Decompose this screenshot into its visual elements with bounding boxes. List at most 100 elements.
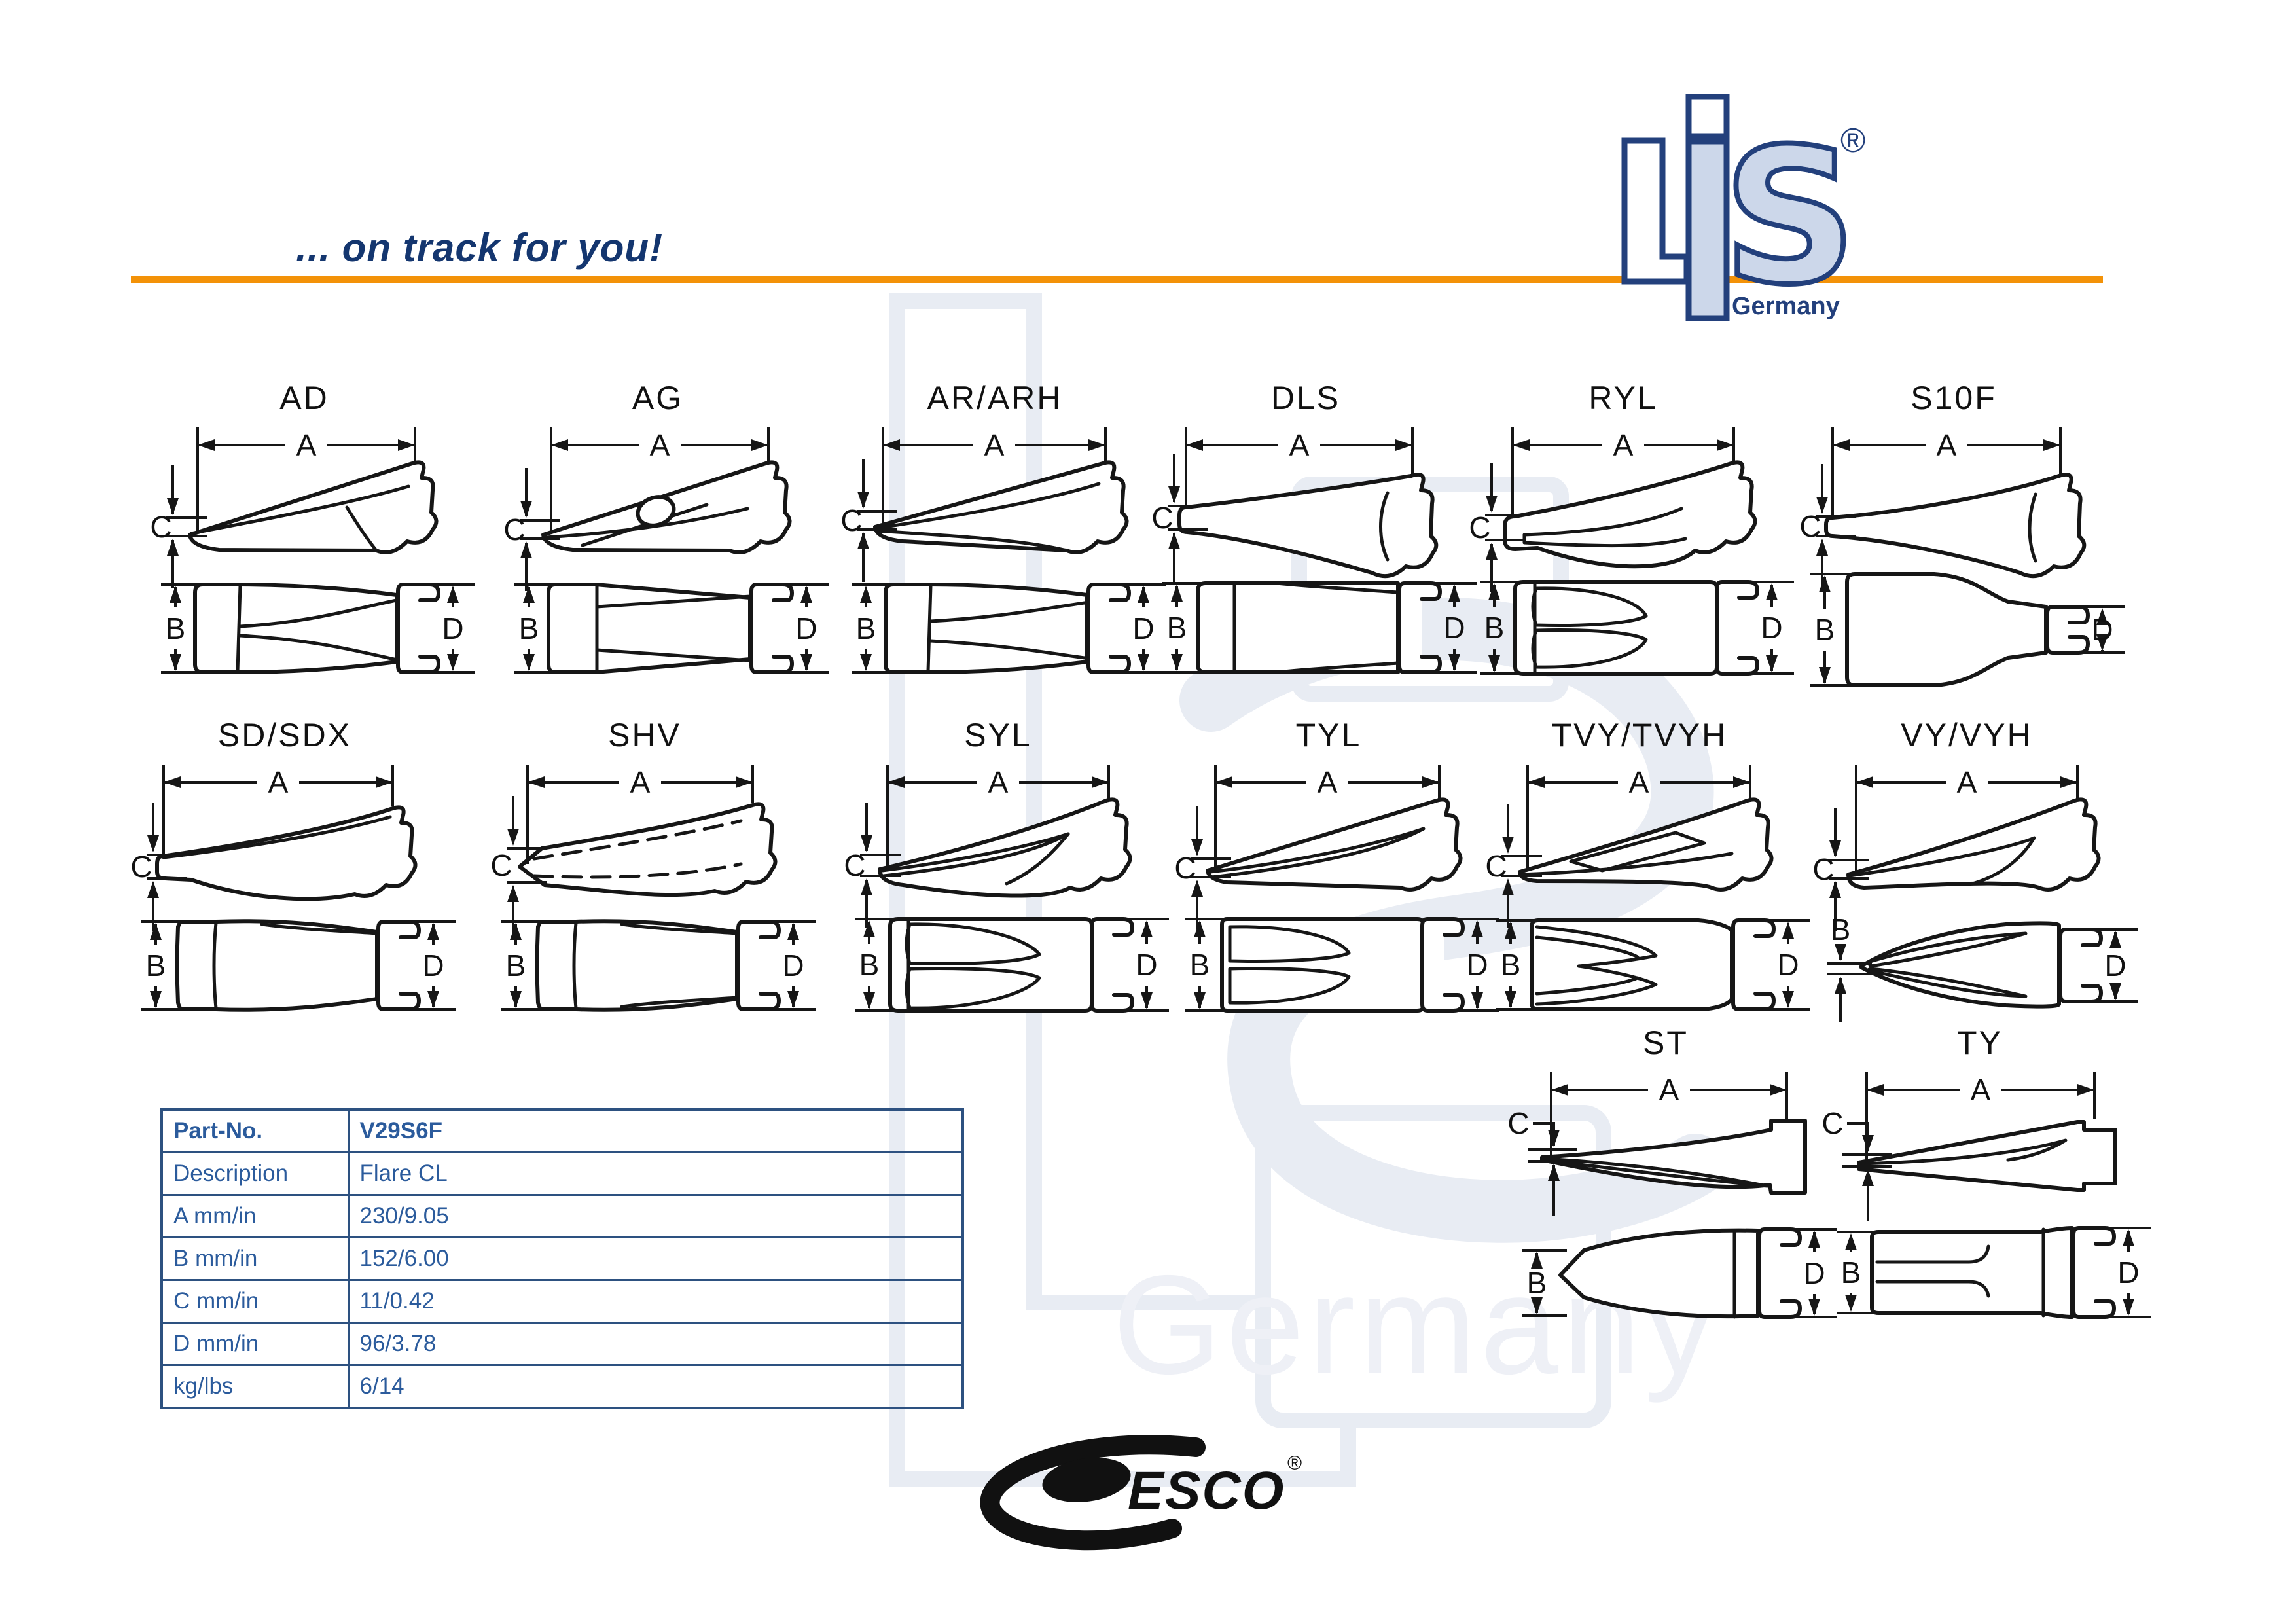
plan-view (1220, 917, 1426, 1013)
dim-c: C (1507, 1106, 1577, 1216)
logo-registered-icon: ® (1840, 122, 1865, 160)
cell-title: TVY/TVYH (1552, 717, 1727, 753)
dim-a-label: A (1318, 765, 1338, 799)
diagram-cell: RYL A C B D (1469, 380, 1794, 676)
dim-b: B (161, 583, 206, 674)
dim-d-label: D (1761, 611, 1782, 645)
table-row: B mm/in 152/6.00 (160, 1236, 964, 1281)
plan-view (1558, 1228, 1760, 1319)
dim-b-label: B (1841, 1255, 1861, 1290)
esco-wordmark: ESCO (1128, 1461, 1285, 1521)
side-view (155, 805, 418, 901)
dim-c-label: C (1151, 501, 1173, 535)
dim-d-label: D (795, 611, 817, 645)
plan-view (1870, 1226, 2074, 1319)
dim-b: B (852, 583, 896, 674)
cell-title: ST (1643, 1024, 1689, 1061)
dim-c: C (490, 796, 547, 935)
dim-a: A (1831, 427, 2062, 516)
dim-b: B (1827, 912, 1872, 1022)
dim-c-label: C (1485, 849, 1507, 883)
lis-logo: S ® Germany (1621, 94, 1865, 329)
dim-b-label: B (506, 948, 526, 983)
dim-b: B (1522, 1249, 1567, 1317)
dim-b: B (1837, 1231, 1881, 1314)
dim-c-label: C (1507, 1106, 1529, 1140)
dim-c: C (1151, 454, 1208, 582)
row-label: Part-No. (160, 1108, 350, 1153)
side-view (1824, 473, 2087, 579)
dim-a: A (1526, 765, 1751, 869)
table-row: C mm/in 11/0.42 (160, 1279, 964, 1324)
logo-i-bar (1685, 138, 1730, 321)
diagram-cell: DLS A C B D (1151, 380, 1477, 674)
dim-a-label: A (296, 428, 317, 462)
side-view (1846, 797, 2101, 892)
dim-a-label: A (1659, 1073, 1679, 1107)
dim-c-label: C (1812, 852, 1834, 886)
dim-c: C (130, 803, 187, 931)
dim-b: B (855, 918, 899, 1012)
row-value: 6/14 (347, 1364, 964, 1409)
dim-a-label: A (1613, 428, 1634, 462)
dim-c-label: C (1174, 851, 1196, 885)
clamp-profile (376, 920, 421, 1011)
header-tagline: ... on track for you! (296, 226, 664, 270)
side-view (1857, 1120, 2117, 1192)
diagram-cell: SD/SDX A C B D (130, 717, 456, 1012)
logo-i-dot (1685, 94, 1730, 139)
dim-b: B (1185, 918, 1230, 1012)
dim-d: D (1452, 918, 1499, 1012)
cell-title: RYL (1588, 380, 1657, 416)
dim-a-label: A (1289, 428, 1310, 462)
dim-c-label: C (840, 503, 862, 537)
plan-view (1513, 580, 1719, 676)
side-view (518, 802, 778, 897)
side-view (873, 460, 1129, 554)
dim-a-label: A (1629, 765, 1649, 799)
row-label: B mm/in (160, 1236, 350, 1281)
diagram-cell: SHV A C B D (490, 717, 816, 1012)
dim-b-label: B (1484, 611, 1505, 645)
dim-a: A (162, 765, 394, 854)
diagram-cell: S10F A C B D (1799, 380, 2125, 687)
dim-c-label: C (1799, 509, 1821, 543)
dim-d: D (1119, 583, 1166, 674)
side-view (1206, 797, 1463, 892)
dim-c: C (840, 459, 897, 582)
dim-c-label: C (490, 848, 512, 882)
dim-c-label: C (1821, 1106, 1843, 1140)
dim-d: D (1429, 582, 1477, 674)
clamp-profile (1090, 917, 1134, 1013)
dim-b: B (141, 920, 186, 1011)
plan-view (535, 919, 739, 1012)
clamp-profile (749, 583, 794, 674)
dim-d-label: D (1136, 948, 1157, 982)
clamp-profile (1731, 918, 1776, 1011)
row-label: Description (160, 1151, 350, 1196)
plan-view (193, 583, 399, 674)
table-row: Part-No. V29S6F (160, 1108, 964, 1153)
row-label: D mm/in (160, 1322, 350, 1366)
dim-c: C (150, 465, 207, 588)
dim-b-label: B (166, 611, 186, 645)
dim-d: D (2104, 1227, 2151, 1318)
logo-country: Germany (1732, 293, 1840, 320)
esco-logo: ESCO ® (980, 1435, 1302, 1551)
dim-b: B (1810, 573, 1855, 687)
side-view (1177, 473, 1439, 579)
dim-a: A (1214, 765, 1441, 869)
dim-d-label: D (1777, 948, 1799, 982)
side-view (878, 797, 1132, 898)
plan-view (547, 583, 752, 674)
dim-d-label: D (1803, 1256, 1825, 1290)
plan-view (888, 917, 1094, 1013)
dim-c: C (1821, 1106, 1892, 1221)
clamp-profile (736, 920, 781, 1011)
dim-b-label: B (1831, 912, 1851, 947)
dim-a-label: A (1957, 765, 1977, 799)
dim-d-label: D (2091, 613, 2113, 647)
plan-view (884, 583, 1089, 674)
clamp-profile (396, 583, 440, 674)
